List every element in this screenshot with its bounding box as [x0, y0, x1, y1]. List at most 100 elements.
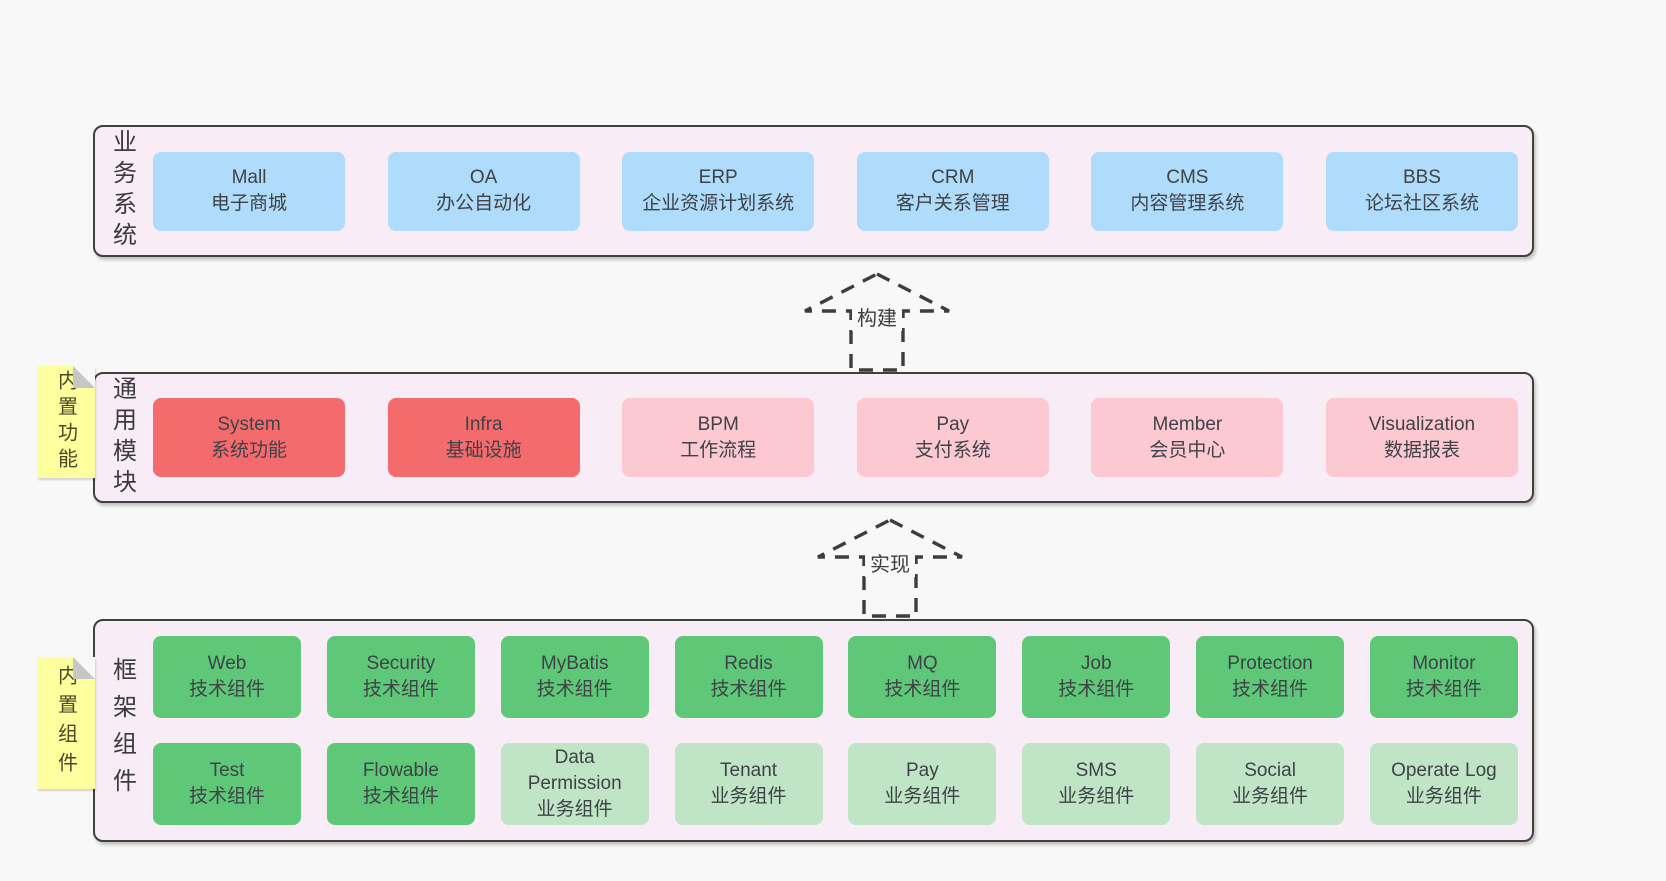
node-title: Tenant	[720, 760, 778, 781]
node-subtitle: 业务组件	[536, 799, 613, 820]
node-subtitle: 业务组件	[1232, 786, 1309, 807]
node-title: Mall	[231, 167, 267, 188]
sticky-note-built-in-features: 内置功能	[37, 366, 95, 478]
band-label-business-systems: 业务系统	[108, 129, 136, 253]
components-row-1: Web 技术组件 Security 技术组件 MyBatis 技术组件 Redi…	[153, 636, 1518, 718]
node-title: Test	[209, 760, 245, 781]
node-tenant: Tenant 业务组件	[674, 743, 823, 825]
node-monitor: Monitor 技术组件	[1369, 636, 1518, 718]
node-title: BBS	[1402, 167, 1441, 188]
node-subtitle: 数据报表	[1383, 439, 1460, 461]
band-common-modules: 通用模块 System 系统功能 Infra 基础设施 BPM 工作流程 Pay…	[93, 372, 1534, 503]
band-label-common-modules: 通用模块	[108, 375, 136, 500]
node-subtitle: 论坛社区系统	[1364, 193, 1479, 214]
band-framework-components: 框架组件 Web 技术组件 Security 技术组件 MyBatis 技术组件…	[93, 619, 1534, 842]
node-sms: SMS 业务组件	[1022, 743, 1171, 825]
node-title: ERP	[698, 167, 738, 188]
node-title: Protection	[1227, 653, 1313, 674]
sticky-note-built-in-components: 内置组件	[37, 657, 95, 789]
node-operate-log: Operate Log 业务组件	[1369, 743, 1518, 825]
node-subtitle: 技术组件	[362, 679, 439, 700]
node-subtitle: 系统功能	[210, 439, 287, 461]
node-oa: OA 办公自动化	[387, 151, 580, 231]
node-subtitle: 业务组件	[1405, 786, 1482, 807]
band-business-boxes: Mall 电子商城 OA 办公自动化 ERP 企业资源计划系统 CRM 客户关系…	[149, 127, 1532, 255]
node-bbs: BBS 论坛社区系统	[1325, 151, 1518, 231]
node-title: MyBatis	[540, 653, 609, 674]
node-title: Monitor	[1412, 653, 1476, 674]
node-title: Web	[207, 653, 247, 674]
node-title: Pay	[936, 413, 970, 435]
node-cms: CMS 内容管理系统	[1091, 151, 1284, 231]
node-title: Infra	[464, 413, 503, 435]
node-visualization: Visualization 数据报表	[1325, 398, 1518, 477]
node-title: SMS	[1075, 760, 1117, 781]
up-arrow-dashed-icon: 实现	[817, 518, 963, 618]
node-subtitle: 电子商城	[210, 193, 287, 214]
node-protection: Protection 技术组件	[1196, 636, 1345, 718]
node-title: Visualization	[1368, 413, 1476, 435]
node-pay: Pay 支付系统	[856, 398, 1049, 477]
node-subtitle: 技术组件	[362, 786, 439, 807]
node-infra: Infra 基础设施	[387, 398, 580, 477]
node-bpm: BPM 工作流程	[622, 398, 815, 477]
node-title: Job	[1080, 653, 1112, 674]
node-subtitle: 技术组件	[188, 679, 265, 700]
node-job: Job 技术组件	[1022, 636, 1171, 718]
node-title: BPM	[697, 413, 739, 435]
node-title: Flowable	[362, 760, 439, 781]
node-title: Operate Log	[1391, 760, 1497, 781]
node-crm: CRM 客户关系管理	[856, 151, 1049, 231]
node-title: OA	[469, 167, 498, 188]
arrow-build: 构建	[797, 271, 957, 378]
node-title: CMS	[1166, 167, 1209, 188]
node-erp: ERP 企业资源计划系统	[622, 151, 815, 231]
node-title: Pay	[906, 760, 939, 781]
band-label-framework-components: 框架组件	[108, 656, 136, 805]
node-subtitle: 业务组件	[710, 786, 787, 807]
node-security: Security 技术组件	[326, 636, 475, 718]
node-data-permission: Data Permission 业务组件	[500, 743, 649, 825]
node-subtitle: 办公自动化	[436, 193, 532, 214]
node-subtitle: 支付系统	[914, 439, 991, 461]
components-row-2: Test 技术组件 Flowable 技术组件 Data Permission …	[153, 743, 1518, 825]
node-flowable: Flowable 技术组件	[326, 743, 475, 825]
node-subtitle: 技术组件	[188, 786, 265, 807]
node-subtitle: 技术组件	[710, 679, 787, 700]
band-components-boxes: Web 技术组件 Security 技术组件 MyBatis 技术组件 Redi…	[149, 621, 1532, 840]
node-title: MQ	[907, 653, 938, 674]
node-subtitle: 内容管理系统	[1130, 193, 1245, 214]
arrow-label: 实现	[870, 553, 910, 576]
up-arrow-dashed-icon: 构建	[804, 272, 950, 372]
band-business-systems: 业务系统 Mall 电子商城 OA 办公自动化 ERP 企业资源计划系统 CRM…	[93, 125, 1534, 257]
node-subtitle: 业务组件	[884, 786, 961, 807]
node-redis: Redis 技术组件	[674, 636, 823, 718]
node-title: CRM	[931, 167, 975, 188]
node-social: Social 业务组件	[1196, 743, 1345, 825]
node-member: Member 会员中心	[1091, 398, 1284, 477]
node-subtitle: 技术组件	[1232, 679, 1309, 700]
band-modules-boxes: System 系统功能 Infra 基础设施 BPM 工作流程 Pay 支付系统…	[149, 374, 1532, 501]
node-web: Web 技术组件	[153, 636, 301, 718]
node-subtitle: 技术组件	[884, 679, 961, 700]
node-title: Social	[1244, 760, 1296, 781]
node-title: System	[217, 413, 281, 435]
node-mybatis: MyBatis 技术组件	[500, 636, 649, 718]
arrow-label: 构建	[857, 307, 897, 330]
node-title: Data Permission	[527, 747, 622, 794]
node-subtitle: 技术组件	[1405, 679, 1482, 700]
arrow-implement: 实现	[810, 517, 970, 624]
node-subtitle: 技术组件	[536, 679, 613, 700]
node-mall: Mall 电子商城	[153, 151, 345, 231]
node-subtitle: 企业资源计划系统	[642, 193, 795, 214]
node-test: Test 技术组件	[153, 743, 301, 825]
node-title: Redis	[724, 653, 773, 674]
node-title: Security	[366, 653, 436, 674]
node-subtitle: 客户关系管理	[895, 193, 1010, 214]
node-subtitle: 技术组件	[1058, 679, 1135, 700]
node-subtitle: 会员中心	[1149, 439, 1226, 461]
node-subtitle: 基础设施	[445, 439, 522, 461]
node-mq: MQ 技术组件	[848, 636, 997, 718]
node-subtitle: 业务组件	[1058, 786, 1135, 807]
